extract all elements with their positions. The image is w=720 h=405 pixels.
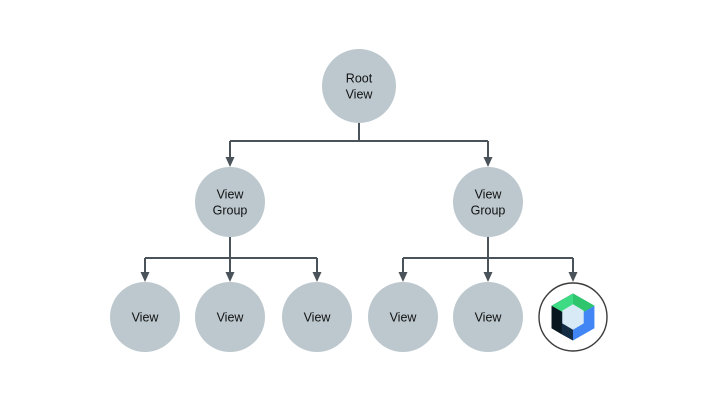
node-view-4[interactable]: View — [368, 282, 438, 352]
edge-group-right — [398, 237, 578, 282]
node-view-group-left-circle[interactable] — [195, 167, 265, 237]
node-view-4-label: View — [390, 310, 418, 324]
node-view-group-left-label-line1: View — [217, 187, 245, 201]
arrowhead-vg-right — [483, 157, 493, 167]
node-view-1[interactable]: View — [110, 282, 180, 352]
node-view-group-left-label-line2: Group — [213, 203, 248, 217]
node-compose[interactable] — [538, 282, 608, 352]
node-view-group-right-label-line2: Group — [471, 203, 506, 217]
node-view-3[interactable]: View — [282, 282, 352, 352]
arrowhead-view-3 — [312, 272, 322, 282]
edge-group-root — [225, 123, 493, 167]
node-view-3-label: View — [304, 310, 332, 324]
compose-center-hexagon — [562, 304, 584, 330]
node-view-2-circle[interactable] — [195, 282, 265, 352]
arrowhead-view-2 — [225, 272, 235, 282]
node-view-2-label: View — [217, 310, 245, 324]
node-root-view-label-line2: View — [346, 87, 374, 101]
node-view-group-right[interactable]: View Group — [453, 167, 523, 237]
node-view-group-right-label-line1: View — [475, 187, 503, 201]
node-view-5[interactable]: View — [453, 282, 523, 352]
node-root-view-label-line1: Root — [346, 71, 373, 85]
node-view-4-circle[interactable] — [368, 282, 438, 352]
node-view-5-label: View — [475, 310, 503, 324]
arrowhead-view-1 — [140, 272, 150, 282]
node-view-1-label: View — [132, 310, 160, 324]
node-view-5-circle[interactable] — [453, 282, 523, 352]
node-root-view-circle[interactable] — [322, 49, 396, 123]
node-view-group-left[interactable]: View Group — [195, 167, 265, 237]
jetpack-compose-icon — [551, 293, 595, 341]
arrowhead-vg-left — [225, 157, 235, 167]
edge-group-left — [140, 237, 322, 282]
node-view-3-circle[interactable] — [282, 282, 352, 352]
arrowhead-view-4 — [398, 272, 408, 282]
compose-left-face-shadow — [551, 305, 562, 335]
node-view-1-circle[interactable] — [110, 282, 180, 352]
arrowhead-view-5 — [483, 272, 493, 282]
node-view-2[interactable]: View — [195, 282, 265, 352]
arrowhead-compose — [568, 272, 578, 282]
node-view-group-right-circle[interactable] — [453, 167, 523, 237]
node-root-view[interactable]: Root View — [322, 49, 396, 123]
